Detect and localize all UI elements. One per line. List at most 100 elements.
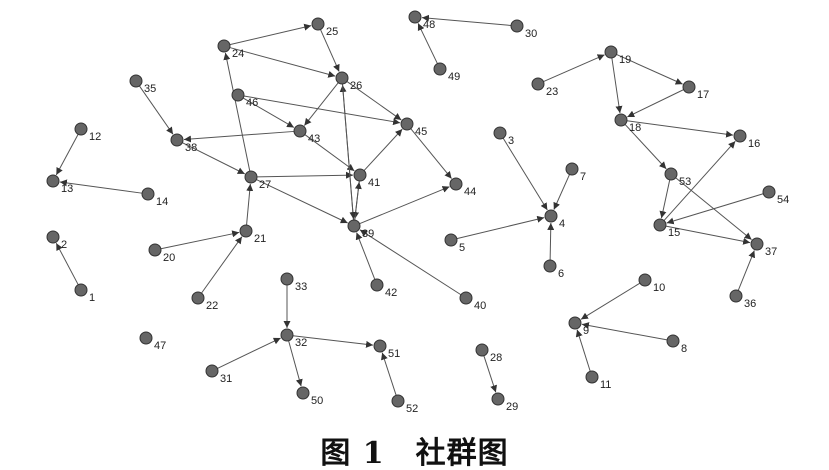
- edge-19-to-18: [611, 57, 623, 114]
- node-29: 29: [491, 392, 518, 413]
- node-label-44: 44: [464, 186, 476, 198]
- node-label-20: 20: [163, 252, 175, 264]
- edge-5-to-4: [456, 215, 545, 240]
- node-22: 22: [191, 291, 218, 312]
- node-label-38: 38: [185, 142, 197, 154]
- figure-caption: 图 1 社群图: [320, 436, 509, 470]
- edge-31-to-32: [217, 337, 281, 369]
- node-circle-18: [614, 113, 628, 127]
- node-circle-32: [280, 328, 294, 342]
- node-label-47: 47: [154, 340, 166, 352]
- edge-52-to-51: [381, 352, 397, 396]
- node-35: 35: [129, 74, 156, 95]
- edge-26-to-45: [346, 81, 402, 121]
- node-label-51: 51: [388, 348, 400, 360]
- edge-54-to-15: [666, 193, 764, 225]
- node-label-40: 40: [474, 300, 486, 312]
- node-54: 54: [762, 185, 789, 206]
- edge-43-to-41: [304, 134, 355, 172]
- node-label-4: 4: [559, 218, 565, 230]
- edge-30-to-48: [421, 14, 512, 26]
- node-circle-12: [74, 122, 88, 136]
- node-label-37: 37: [765, 246, 777, 258]
- node-circle-30: [510, 19, 524, 33]
- edge-40-to-39: [359, 229, 462, 296]
- node-circle-37: [750, 237, 764, 251]
- node-label-19: 19: [619, 54, 631, 66]
- edge-46-to-43: [242, 97, 295, 128]
- node-44: 44: [449, 177, 476, 198]
- edge-27-to-41: [256, 171, 354, 179]
- node-45: 45: [400, 117, 427, 138]
- node-49: 49: [433, 62, 460, 83]
- edge-1-to-2: [55, 242, 79, 285]
- edge-12-to-13: [55, 134, 79, 176]
- edge-41-to-45: [363, 128, 403, 171]
- node-label-30: 30: [525, 28, 537, 40]
- node-9: 9: [568, 316, 589, 337]
- edge-18-to-53: [624, 124, 667, 170]
- nodes: 1234567891011121314151617181920212223242…: [46, 10, 789, 415]
- node-label-32: 32: [295, 337, 307, 349]
- node-label-2: 2: [61, 239, 67, 251]
- node-circle-14: [141, 187, 155, 201]
- node-47: 47: [139, 331, 166, 352]
- node-13: 13: [46, 174, 73, 195]
- edge-32-to-51: [292, 335, 374, 348]
- node-label-14: 14: [156, 196, 168, 208]
- node-circle-24: [217, 39, 231, 53]
- node-circle-48: [408, 10, 422, 24]
- node-41: 41: [353, 168, 380, 189]
- edge-39-to-41: [354, 181, 362, 221]
- node-label-49: 49: [448, 71, 460, 83]
- edge-24-to-26: [229, 47, 336, 78]
- node-label-12: 12: [89, 131, 101, 143]
- edge-32-to-50: [288, 340, 303, 387]
- node-circle-42: [370, 278, 384, 292]
- edge-18-to-16: [626, 120, 734, 138]
- node-10: 10: [638, 273, 665, 294]
- node-label-33: 33: [295, 281, 307, 293]
- node-5: 5: [444, 233, 465, 254]
- node-circle-29: [491, 392, 505, 406]
- node-7: 7: [565, 162, 586, 183]
- node-25: 25: [311, 17, 338, 38]
- node-circle-45: [400, 117, 414, 131]
- node-circle-52: [391, 394, 405, 408]
- node-2: 2: [46, 230, 67, 251]
- node-circle-31: [205, 364, 219, 378]
- edge-26-to-43: [303, 82, 339, 126]
- node-circle-13: [46, 174, 60, 188]
- node-circle-47: [139, 331, 153, 345]
- node-30: 30: [510, 19, 537, 40]
- node-28: 28: [475, 343, 502, 364]
- edge-38-to-27: [182, 142, 245, 175]
- node-15: 15: [653, 218, 680, 239]
- node-48: 48: [408, 10, 435, 31]
- edge-46-to-45: [243, 95, 401, 126]
- node-circle-26: [335, 71, 349, 85]
- node-circle-17: [682, 80, 696, 94]
- edge-28-to-29: [483, 355, 497, 393]
- edge-10-to-9: [580, 282, 641, 320]
- edge-23-to-19: [543, 54, 605, 83]
- edge-39-to-44: [359, 186, 450, 225]
- node-circle-10: [638, 273, 652, 287]
- node-circle-36: [729, 289, 743, 303]
- node-46: 46: [231, 88, 258, 109]
- node-label-3: 3: [508, 135, 514, 147]
- node-circle-20: [148, 243, 162, 257]
- node-label-53: 53: [679, 176, 691, 188]
- edge-7-to-4: [553, 174, 571, 210]
- edge-19-to-17: [616, 54, 683, 85]
- node-circle-9: [568, 316, 582, 330]
- node-circle-43: [293, 124, 307, 138]
- edge-22-to-21: [201, 236, 243, 294]
- node-label-7: 7: [580, 171, 586, 183]
- node-circle-39: [347, 219, 361, 233]
- node-circle-28: [475, 343, 489, 357]
- node-53: 53: [664, 167, 691, 188]
- node-21: 21: [239, 224, 266, 245]
- node-circle-33: [280, 272, 294, 286]
